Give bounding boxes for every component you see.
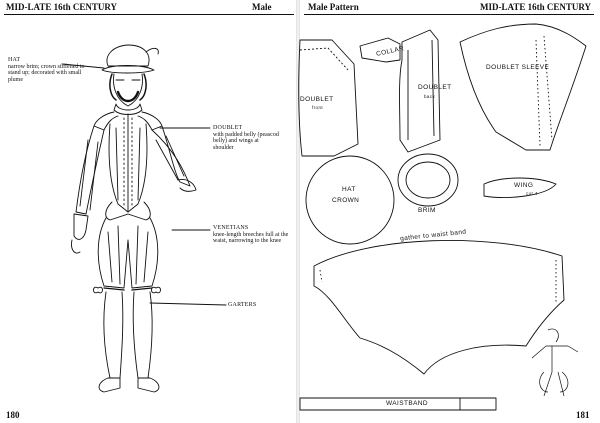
doublet-back-label-1: DOUBLET (418, 84, 452, 91)
waistband-label: WAISTBAND (386, 400, 429, 407)
doublet-back-label-2: back (424, 94, 436, 99)
wing-piece (483, 177, 557, 198)
brim-inner (405, 161, 451, 199)
doublet-callout-desc: with padded belly (peascod belly) and wi… (213, 131, 279, 151)
right-page: Male Pattern MID-LATE 16th CENTURY (298, 0, 600, 423)
hat-callout: HAT narrow brim; crown stiffened to stan… (8, 57, 88, 83)
pattern-pieces-drawing (298, 23, 587, 411)
garters-callout-title: GARTERS (228, 302, 257, 308)
wing-cut-label: cut 4 (526, 191, 538, 196)
hat-callout-desc: narrow brim; crown stiffened to stand up… (8, 63, 85, 83)
venetians-callout-desc: knee-length breeches full at the waist, … (213, 231, 289, 245)
venetians-callout-title: VENETIANS (213, 225, 249, 231)
book-spine (296, 0, 300, 423)
doublet-callout: DOUBLET with padded belly (peascod belly… (213, 125, 279, 151)
doublet-front-label-2: front (312, 105, 324, 110)
doublet-sleeve-label: DOUBLET SLEEVE (486, 64, 550, 71)
left-running-head-section: Male (252, 2, 272, 12)
venetians-piece (313, 240, 565, 375)
hat-crown-label-2: CROWN (332, 197, 360, 204)
left-running-head-title: MID-LATE 16th CENTURY (6, 2, 118, 12)
wing-label: WING (514, 182, 534, 189)
hat-callout-title: HAT (8, 57, 21, 63)
right-running-head-section: Male Pattern (308, 2, 359, 12)
left-page: MID-LATE 16th CENTURY Male HAT narrow br… (0, 0, 296, 423)
waistband-piece (299, 397, 497, 411)
left-header-rule (4, 14, 294, 15)
collar-piece (359, 37, 401, 63)
doublet-front-piece (298, 39, 359, 157)
doublet-callout-title: DOUBLET (213, 125, 243, 131)
hat-crown-piece (305, 155, 395, 245)
left-page-number: 180 (6, 410, 20, 420)
right-header-rule (304, 14, 594, 15)
doublet-back-piece (399, 29, 441, 153)
venetians-callout: VENETIANS knee-length breeches full at t… (213, 225, 291, 245)
brim-outer (397, 153, 459, 207)
brim-label: BRIM (418, 207, 436, 214)
right-running-head-title: MID-LATE 16th CENTURY (480, 2, 592, 12)
right-page-number: 181 (576, 410, 590, 420)
man-figure-illustration (61, 44, 227, 393)
doublet-front-label-1: DOUBLET (300, 96, 334, 103)
doublet-sleeve-piece (459, 23, 587, 151)
garters-callout: GARTERS (228, 302, 278, 309)
hat-crown-label-1: HAT (342, 186, 356, 193)
